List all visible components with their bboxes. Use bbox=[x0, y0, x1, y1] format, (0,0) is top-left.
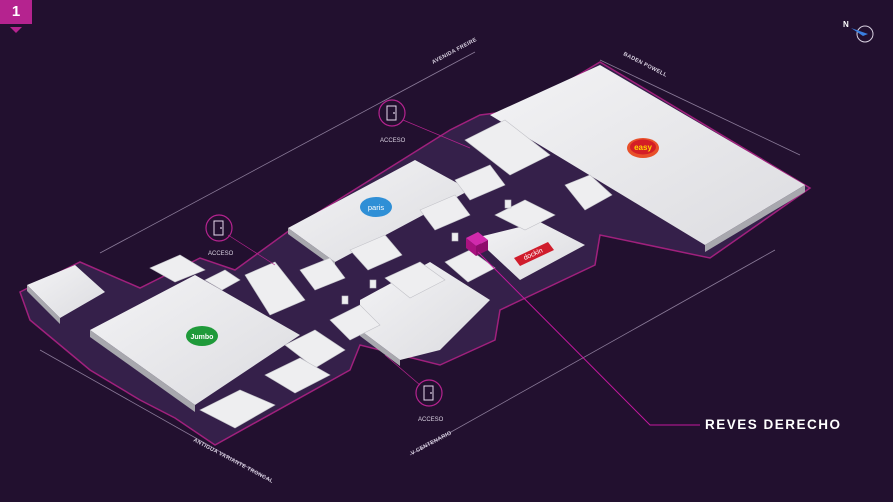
anchor-store-west[interactable] bbox=[27, 265, 105, 318]
door-icon bbox=[378, 99, 406, 127]
store-leader-line bbox=[477, 251, 700, 426]
entrance-acceso-north[interactable]: ACCESO bbox=[378, 99, 406, 144]
street-lines bbox=[39, 51, 801, 481]
door-icon bbox=[415, 379, 443, 407]
logo-jumbo: Jumbo bbox=[186, 326, 218, 346]
logo-paris: paris bbox=[360, 197, 392, 217]
highlighted-store-reves-derecho[interactable] bbox=[466, 232, 488, 256]
entrance-label: ACCESO bbox=[418, 417, 444, 423]
entrance-acceso-south[interactable]: ACCESO bbox=[415, 379, 444, 423]
svg-text:Jumbo: Jumbo bbox=[191, 334, 214, 341]
svg-text:paris: paris bbox=[368, 203, 385, 212]
compass-icon bbox=[856, 25, 874, 43]
floor-dropdown-arrow-icon[interactable] bbox=[10, 27, 22, 33]
logo-easy: easy bbox=[627, 138, 659, 158]
floor-number-badge[interactable]: 1 bbox=[0, 0, 32, 24]
street-avenida-freire: AVENIDA FREIRE bbox=[431, 37, 478, 66]
highlighted-store-label: REVES DERECHO bbox=[705, 417, 842, 432]
entrance-acceso-west[interactable]: ACCESO bbox=[205, 214, 234, 257]
street-antigua-variante-troncal: ANTIGUA VARIANTE TRONCAL bbox=[192, 437, 274, 485]
street-baden-powell: BADEN POWELL bbox=[622, 51, 668, 78]
street-v-centenario: V CENTENARIO bbox=[410, 430, 453, 457]
north-label: N bbox=[843, 20, 849, 29]
door-icon bbox=[205, 214, 233, 242]
svg-text:easy: easy bbox=[634, 143, 652, 152]
north-compass: N bbox=[843, 20, 874, 43]
entrance-label: ACCESO bbox=[380, 138, 406, 144]
entrance-leader-lines bbox=[227, 119, 471, 386]
entrance-label: ACCESO bbox=[208, 251, 234, 257]
